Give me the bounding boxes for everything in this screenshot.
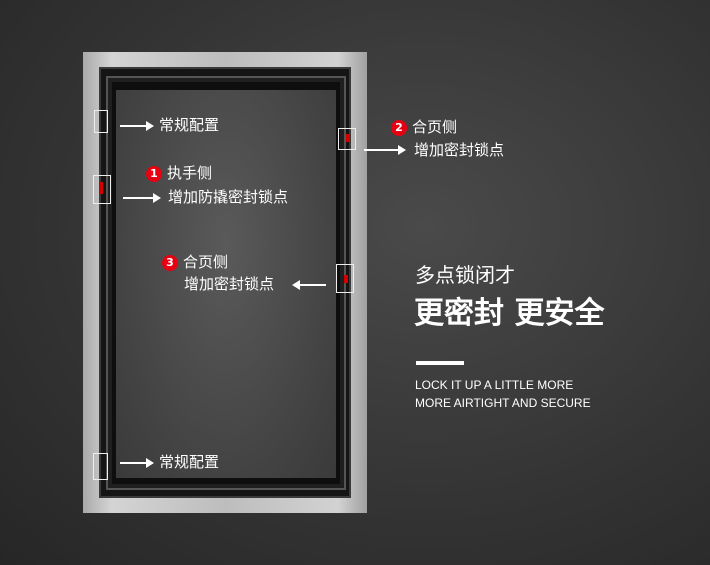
lock-point-highlight bbox=[336, 264, 354, 293]
arrow-right-icon bbox=[120, 458, 154, 468]
lock-point-highlight bbox=[93, 175, 111, 204]
tagline-line-1: LOCK IT UP A LITTLE MORE bbox=[415, 378, 574, 392]
number-badge: 2 bbox=[391, 120, 407, 136]
arrow-right-icon bbox=[364, 145, 406, 155]
lock-point-highlight bbox=[338, 128, 356, 150]
headline-main: 更密封 更安全 bbox=[414, 296, 605, 331]
tagline-line-2: MORE AIRTIGHT AND SECURE bbox=[415, 396, 591, 410]
label-desc: 增加密封锁点 bbox=[184, 275, 275, 293]
arrow-right-icon bbox=[123, 193, 161, 203]
number-badge: 3 bbox=[162, 255, 178, 271]
label-title: 执手侧 bbox=[167, 164, 213, 182]
lock-point-highlight bbox=[93, 453, 108, 480]
arrow-left-icon bbox=[292, 280, 326, 290]
label-desc: 增加防撬密封锁点 bbox=[168, 188, 289, 206]
label-title: 合页侧 bbox=[183, 253, 229, 271]
number-badge: 1 bbox=[146, 166, 162, 182]
english-tagline: LOCK IT UP A LITTLE MORE MORE AIRTIGHT A… bbox=[415, 376, 591, 412]
lock-point-highlight bbox=[94, 110, 108, 133]
headline-sub: 多点锁闭才 bbox=[415, 263, 515, 287]
label-desc: 增加密封锁点 bbox=[414, 141, 505, 159]
label-title: 合页侧 bbox=[412, 118, 458, 136]
label-standard-bottom: 常规配置 bbox=[159, 453, 220, 471]
divider-bar bbox=[416, 361, 464, 365]
label-hinge-side-mid: 3 合页侧 bbox=[162, 253, 228, 271]
label-hinge-side-top: 2 合页侧 bbox=[391, 118, 457, 136]
label-standard-top: 常规配置 bbox=[159, 116, 220, 134]
arrow-right-icon bbox=[120, 121, 154, 131]
label-handle-side: 1 执手侧 bbox=[146, 164, 212, 182]
